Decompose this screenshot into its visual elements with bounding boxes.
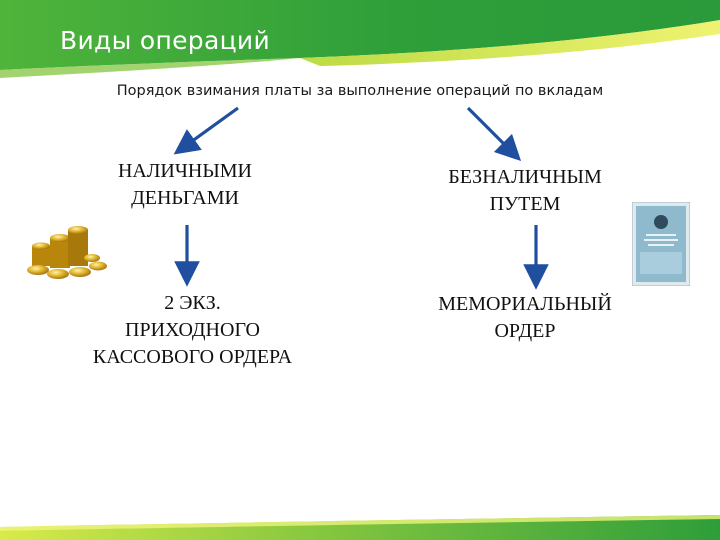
bank-document-icon: [632, 202, 690, 286]
node-cash-line: НАЛИЧНЫМИ: [117, 160, 252, 182]
footer-band: [0, 515, 720, 540]
node-cash-line: ДЕНЬГАМИ: [131, 187, 239, 209]
node-receipt-line: ПРИХОДНОГО: [125, 319, 260, 341]
node-cashless: БЕЗНАЛИЧНЫМ ПУТЕМ: [410, 164, 640, 218]
node-cashless-line: БЕЗНАЛИЧНЫМ: [448, 166, 602, 188]
node-cash: НАЛИЧНЫМИ ДЕНЬГАМИ: [80, 158, 290, 212]
node-memorial-line: МЕМОРИАЛЬНЫЙ: [438, 293, 612, 315]
header-band: [0, 0, 720, 110]
gold-coins-icon: [27, 226, 107, 279]
node-memorial-order: МЕМОРИАЛЬНЫЙ ОРДЕР: [405, 291, 645, 345]
node-receipt-line: КАССОВОГО ОРДЕРА: [92, 346, 293, 368]
arrow-to-cashless: [466, 106, 522, 162]
node-receipt-line: 2 ЭКЗ.: [164, 292, 221, 314]
diagram-subtitle: Порядок взимания платы за выполнение опе…: [116, 83, 604, 99]
node-cashless-line: ПУТЕМ: [489, 193, 561, 215]
arrow-to-cash: [173, 106, 239, 155]
slide-title: Виды операций: [60, 26, 270, 55]
node-receipt-order: 2 ЭКЗ. ПРИХОДНОГО КАССОВОГО ОРДЕРА: [50, 290, 335, 371]
node-memorial-line: ОРДЕР: [494, 320, 556, 342]
